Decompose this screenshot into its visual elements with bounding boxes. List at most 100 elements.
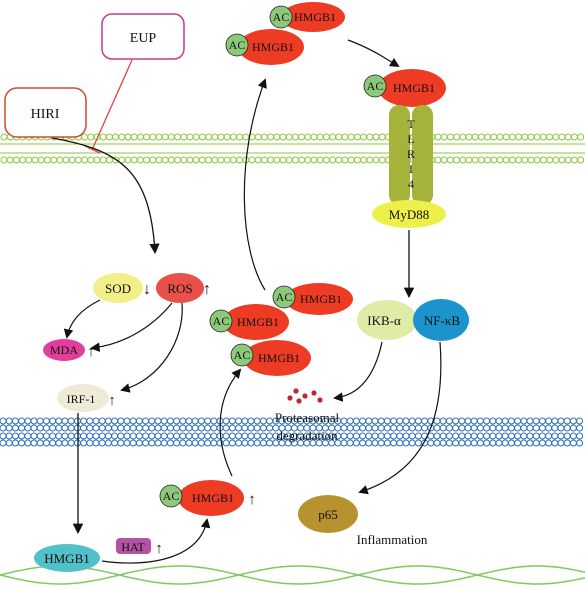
nuclear-lipid-head bbox=[67, 424, 75, 432]
nuclear-lipid-head bbox=[514, 439, 522, 447]
irf1-label: IRF-1 bbox=[67, 392, 96, 406]
nuclear-lipid-head bbox=[532, 424, 540, 432]
nuclear-lipid-head bbox=[576, 417, 584, 425]
nuclear-lipid-head bbox=[445, 424, 453, 432]
nuclear-lipid-head bbox=[352, 439, 360, 447]
nuclear-lipid-head bbox=[452, 439, 460, 447]
nuclear-lipid-head bbox=[526, 432, 534, 440]
nuclear-lipid-head bbox=[538, 424, 546, 432]
lipid-head bbox=[186, 133, 194, 141]
nuclear-lipid-head bbox=[421, 424, 429, 432]
ikba-label: IKB-α bbox=[367, 313, 401, 328]
nuclear-lipid-head bbox=[576, 424, 584, 432]
nuclear-lipid-head bbox=[396, 417, 404, 425]
ac-label: AC bbox=[367, 79, 384, 93]
nuclear-lipid-head bbox=[185, 424, 193, 432]
nuclear-lipid-head bbox=[0, 424, 7, 432]
nuclear-lipid-head bbox=[532, 417, 540, 425]
nuclear-lipid-head bbox=[359, 432, 367, 440]
lipid-head bbox=[12, 156, 20, 164]
nuclear-lipid-head bbox=[520, 417, 528, 425]
nuclear-lipid-head bbox=[365, 432, 373, 440]
nuclear-lipid-head bbox=[340, 417, 348, 425]
nuclear-lipid-head bbox=[142, 417, 150, 425]
lipid-head bbox=[496, 156, 504, 164]
nuclear-lipid-head bbox=[142, 439, 150, 447]
nuclear-lipid-head bbox=[489, 432, 497, 440]
nuclear-lipid-head bbox=[24, 439, 32, 447]
nuclear-lipid-head bbox=[253, 417, 261, 425]
nuclear-lipid-head bbox=[36, 417, 44, 425]
dna-helix bbox=[0, 565, 585, 585]
nuclear-lipid-head bbox=[408, 424, 416, 432]
lipid-head bbox=[273, 156, 281, 164]
lipid-head bbox=[174, 133, 182, 141]
nuclear-lipid-head bbox=[80, 424, 88, 432]
ros-up-arrow: ↑ bbox=[203, 281, 211, 298]
lipid-head bbox=[577, 156, 585, 164]
lipid-head bbox=[539, 133, 547, 141]
nuclear-lipid-head bbox=[483, 439, 491, 447]
nuclear-lipid-head bbox=[569, 424, 577, 432]
lipid-head bbox=[180, 133, 188, 141]
lipid-head bbox=[279, 133, 287, 141]
nuclear-lipid-head bbox=[18, 417, 26, 425]
nuclear-lipid-head bbox=[135, 424, 143, 432]
hmgb1-protein bbox=[243, 340, 311, 376]
lipid-head bbox=[285, 133, 293, 141]
nuclear-lipid-head bbox=[359, 439, 367, 447]
lipid-head bbox=[446, 133, 454, 141]
nuclear-lipid-head bbox=[371, 424, 379, 432]
tlr4-right bbox=[412, 105, 433, 205]
hmgb1-label: HMGB1 bbox=[192, 491, 234, 505]
nuclear-lipid-head bbox=[235, 424, 243, 432]
nuclear-lipid-head bbox=[445, 439, 453, 447]
hmgb1-label: HMGB1 bbox=[258, 351, 300, 365]
nuclear-lipid-head bbox=[545, 439, 553, 447]
nuclear-lipid-head bbox=[142, 424, 150, 432]
nuclear-lipid-head bbox=[526, 424, 534, 432]
nuclear-lipid-head bbox=[49, 439, 57, 447]
nuclear-lipid-head bbox=[204, 424, 212, 432]
lipid-head bbox=[37, 156, 45, 164]
lipid-head bbox=[211, 156, 219, 164]
nuclear-lipid-head bbox=[129, 439, 137, 447]
nuclear-lipid-head bbox=[135, 439, 143, 447]
nuclear-lipid-head bbox=[476, 439, 484, 447]
nuclear-lipid-head bbox=[160, 424, 168, 432]
nuclear-lipid-head bbox=[538, 432, 546, 440]
nuclear-lipid-head bbox=[563, 432, 571, 440]
nuclear-lipid-head bbox=[104, 439, 112, 447]
lipid-head bbox=[81, 156, 89, 164]
nuclear-lipid-head bbox=[507, 417, 515, 425]
nuclear-lipid-head bbox=[92, 424, 100, 432]
nuclear-lipid-head bbox=[458, 424, 466, 432]
nuclear-lipid-head bbox=[80, 439, 88, 447]
nuclear-lipid-head bbox=[402, 439, 410, 447]
lipid-head bbox=[304, 133, 312, 141]
lipid-head bbox=[198, 156, 206, 164]
nuclear-lipid-head bbox=[483, 424, 491, 432]
lipid-head bbox=[558, 156, 566, 164]
nuclear-lipid-head bbox=[377, 417, 385, 425]
ikb-degradation-arrow bbox=[333, 341, 383, 402]
nuclear-lipid-head bbox=[532, 439, 540, 447]
sod-node bbox=[93, 273, 143, 303]
nuclear-lipid-head bbox=[390, 432, 398, 440]
nuclear-lipid-head bbox=[421, 417, 429, 425]
nuclear-lipid-head bbox=[67, 439, 75, 447]
nuclear-lipid-head bbox=[396, 432, 404, 440]
hmgb1-protein bbox=[378, 69, 446, 107]
mda-up-arrow: ↑ bbox=[87, 344, 95, 360]
nuclear-lipid-head bbox=[179, 424, 187, 432]
nuclear-lipid-head bbox=[42, 439, 50, 447]
nuclear-lipid-head bbox=[142, 432, 150, 440]
lipid-head bbox=[6, 156, 14, 164]
nuclear-lipid-head bbox=[61, 439, 69, 447]
nuclear-lipid-head bbox=[11, 439, 19, 447]
nuclear-lipid-head bbox=[414, 417, 422, 425]
nuclear-lipid-head bbox=[507, 439, 515, 447]
